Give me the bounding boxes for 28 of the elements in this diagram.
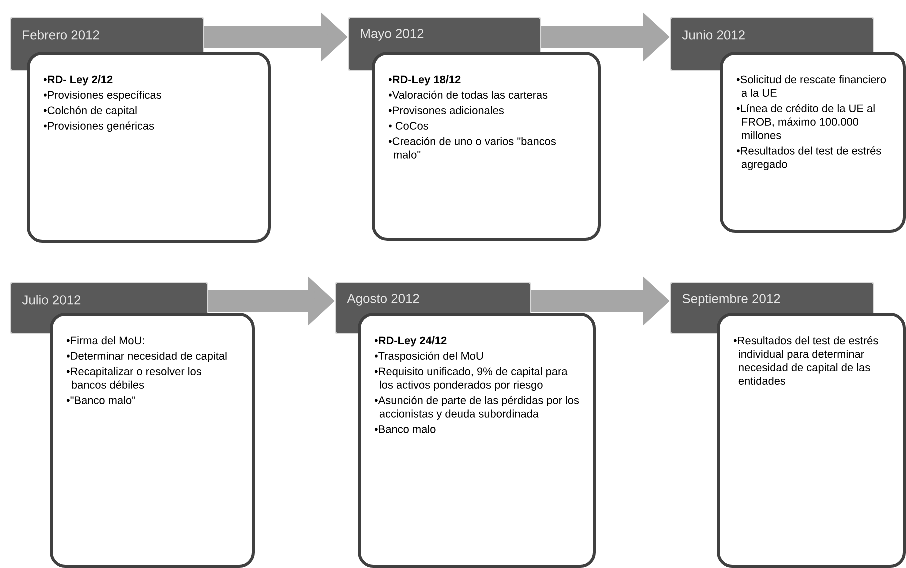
list-item: •Creación de uno o varios "bancos malo" <box>388 137 556 159</box>
list-item: •Resultados del test de estrés individual para determinar necesidad de capital de las entidades <box>734 336 878 385</box>
list-item: •Trasposición del MoU <box>374 352 484 362</box>
list-item: •Requisito unificado, 9% de capital para los activos ponderados por riesgo <box>374 367 568 392</box>
list-item: •"Banco malo" <box>66 396 136 404</box>
list-item: •Firma del MoU: <box>66 336 144 345</box>
list-item: •Solicitud de rescate financiero a la UE <box>736 76 886 98</box>
list-item: •Provisiones específicas <box>44 90 162 102</box>
text-box <box>372 52 601 241</box>
list-item: •RD- Ley 2/12 <box>44 76 113 86</box>
list-item: •Valoración de todas las carteras <box>388 90 548 100</box>
list-item: •RD-Ley 18/12 <box>388 76 461 86</box>
text-box <box>358 313 596 568</box>
text-box <box>720 52 906 233</box>
list-item: •Banco malo <box>374 425 436 434</box>
list-item: •Resultados del test de estrés agregado <box>736 146 882 170</box>
list-item: • CoCos <box>388 122 428 130</box>
list-item: •Colchón de capital <box>44 106 137 117</box>
text-box <box>50 313 255 568</box>
text-box <box>27 52 271 243</box>
list-item: •Recapitalizar o resolver los bancos débiles <box>66 367 202 389</box>
list-item: •Línea de crédito de la UE al FROB, máximo 100.000 millones <box>736 104 875 140</box>
text-box <box>717 313 906 568</box>
list-item: •Asunción de parte de las pérdidas por los accionistas y deuda subordinada <box>374 396 580 420</box>
list-item: •Provisones adicionales <box>388 106 504 114</box>
list-item: •RD-Ley 24/12 <box>374 336 447 347</box>
list-item: •Determinar necesidad de capital <box>66 352 227 362</box>
list-item: •Provisiones genéricas <box>44 122 154 132</box>
